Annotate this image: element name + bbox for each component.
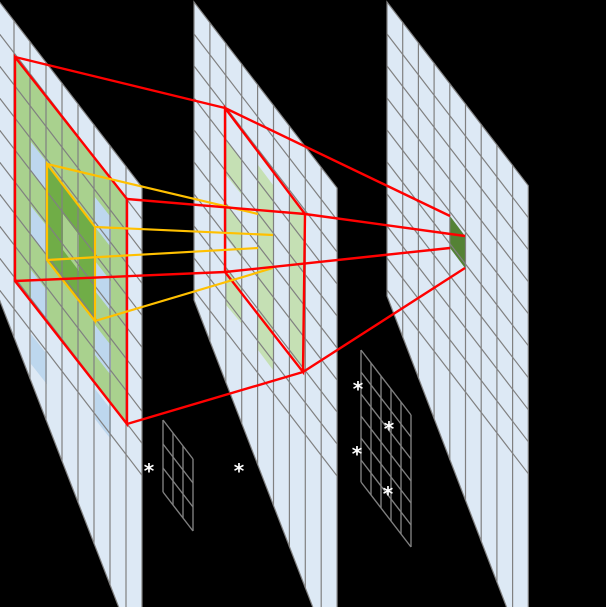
input-blue-cell (95, 325, 111, 376)
kernel-row-line (360, 349, 412, 416)
target-output-cell (450, 216, 465, 268)
receptive-projection-line (224, 106, 451, 218)
convolution-operator-icon: * (234, 459, 245, 483)
input-highlight-cells (15, 57, 127, 440)
kernel-projection-line (46, 162, 259, 216)
convolution-kernels (162, 349, 412, 548)
kernel-row-line (162, 419, 194, 460)
receptive-projection-line (224, 246, 451, 274)
kernel-footprint-cell (63, 250, 79, 300)
kernel-row-line (360, 415, 412, 482)
convolution-operator-icon: * (144, 459, 155, 483)
receptive-projection-line (126, 370, 304, 426)
kernel-footprint-cell (79, 206, 95, 321)
row-line (0, 193, 143, 380)
kernel-projection-line (46, 246, 259, 262)
kernel-row-line (360, 459, 412, 526)
receptive-projection-line (304, 212, 466, 238)
row-line (193, 65, 338, 253)
row-line (0, 129, 143, 316)
receptive-projection-line (126, 197, 306, 216)
row-line (386, 65, 529, 251)
input-blue-cell (95, 389, 111, 440)
row-line (0, 161, 143, 348)
row-line (0, 97, 143, 284)
row-line (193, 97, 338, 285)
kernel-projection-line (94, 266, 274, 323)
row-line (386, 289, 529, 475)
convolution-operator-icon: * (352, 442, 363, 466)
kernel-5x5 (360, 349, 412, 548)
hidden-green-cell (226, 203, 242, 258)
input-blue-cell (95, 197, 111, 248)
row-line (386, 225, 529, 411)
row-line (386, 129, 529, 315)
convolution-operator-symbols: * * * * * * (144, 377, 395, 506)
row-line (193, 129, 338, 317)
row-line (0, 289, 143, 476)
input-blue-cell (31, 270, 47, 321)
row-line (386, 193, 529, 379)
input-blue-cell (31, 206, 47, 257)
input-blue-cell (95, 261, 111, 312)
convolution-operator-icon: * (383, 482, 394, 506)
kernel-row-line (162, 443, 194, 484)
kernel-projection-line (94, 225, 274, 237)
row-line (386, 97, 529, 283)
convolution-operator-icon: * (384, 417, 395, 441)
hidden-green-cell (226, 140, 242, 195)
kernel-row-line (360, 393, 412, 460)
receptive-projection-line (14, 55, 226, 110)
kernel-row-line (360, 371, 412, 438)
row-line (386, 161, 529, 347)
kernel-3x3 (162, 419, 194, 532)
hidden-green-cell (226, 268, 242, 324)
kernel-footprint-cell (63, 185, 79, 235)
output-grid (386, 22, 529, 607)
receptive-projection-line (14, 270, 226, 283)
row-line (0, 65, 143, 252)
row-line (193, 161, 338, 349)
kernel-row-line (162, 467, 194, 508)
input-blue-cell (31, 334, 47, 385)
output-target-cell (450, 216, 465, 268)
kernel-footprint-cell (47, 164, 63, 280)
row-line (193, 225, 338, 413)
kernel-row-line (360, 481, 412, 548)
row-line (0, 225, 143, 412)
row-line (386, 257, 529, 443)
kernel-row-line (360, 437, 412, 504)
receptive-field-connections (13, 53, 466, 428)
row-line (386, 33, 529, 219)
row-line (193, 257, 338, 445)
hidden-green-cell (289, 194, 305, 372)
row-line (193, 193, 338, 381)
convolution-operator-icon: * (353, 377, 364, 401)
kernel-row-line (162, 491, 194, 532)
receptive-projection-line (302, 266, 466, 374)
input-blue-cell (31, 142, 47, 193)
